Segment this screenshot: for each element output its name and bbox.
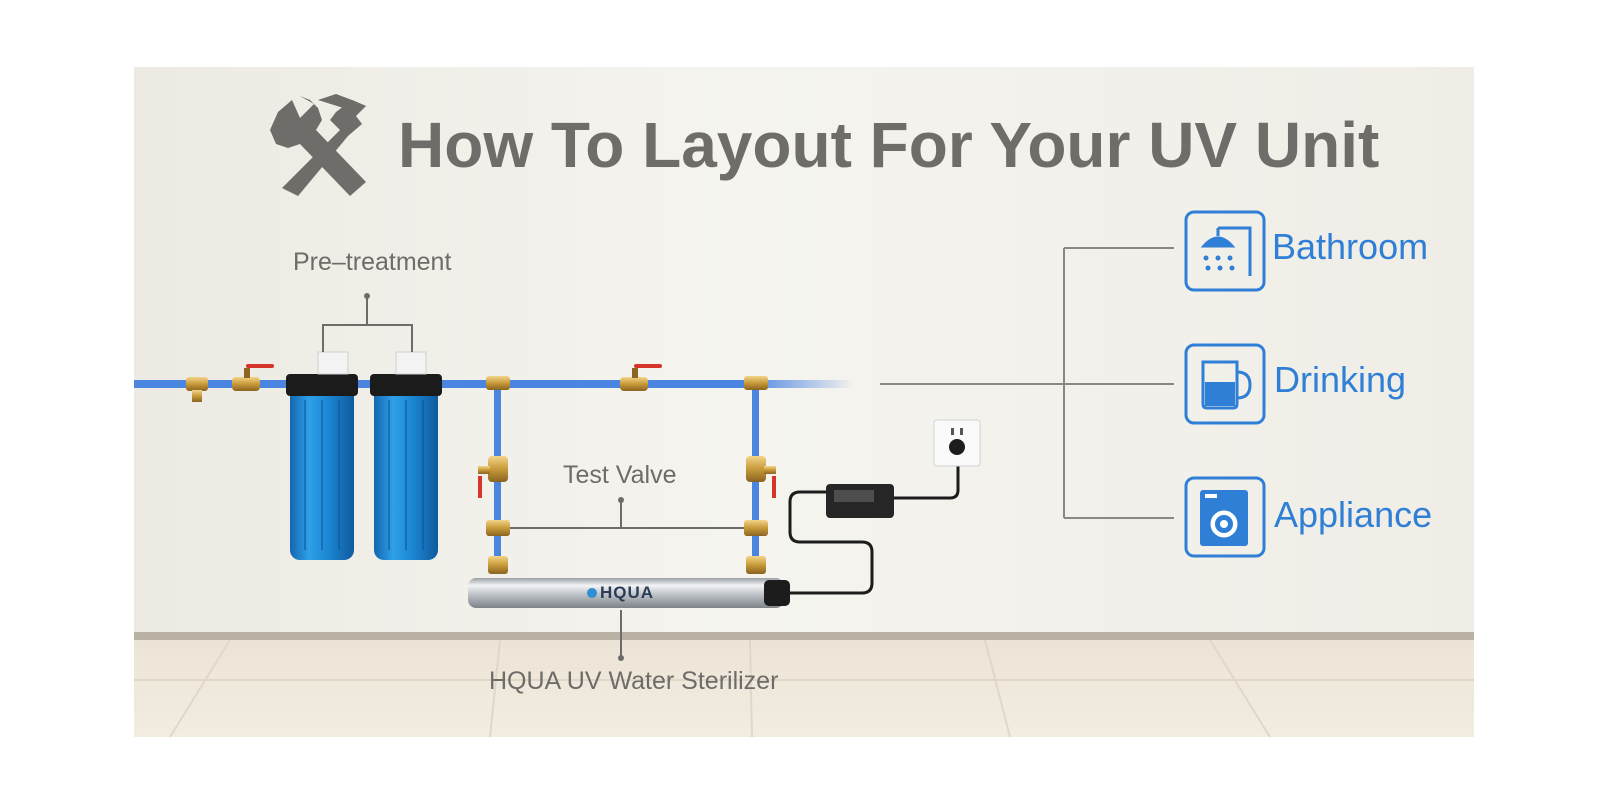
pretreatment-bracket [322, 296, 413, 352]
sterilizer-label: HQUA UV Water Sterilizer [489, 667, 779, 695]
filter-housings [286, 351, 442, 560]
pretreatment-label: Pre–treatment [293, 248, 452, 276]
distribution-lines [1063, 247, 1174, 519]
test-valves [478, 456, 776, 574]
cup-icon [1184, 343, 1266, 425]
baseboard [134, 632, 1474, 640]
floor-tile-lines [134, 639, 1474, 738]
washing-machine-icon [1184, 476, 1266, 558]
main-pipe-fittings [186, 364, 768, 402]
outlet-label-drinking: Drinking [1274, 359, 1407, 400]
uv-sterilizer [468, 578, 790, 608]
unit-brand-label: HQUA [600, 583, 655, 602]
test-valve-label: Test Valve [563, 461, 677, 489]
outlet-label-bathroom: Bathroom [1272, 226, 1429, 267]
tools-icon [270, 94, 366, 196]
shower-icon [1184, 210, 1266, 292]
floor [134, 637, 1474, 737]
power-cable [788, 462, 960, 595]
test-valve-bracket [510, 500, 744, 529]
page-title: How To Layout For Your UV Unit [398, 109, 1380, 181]
outlet-label-appliance: Appliance [1274, 494, 1433, 535]
